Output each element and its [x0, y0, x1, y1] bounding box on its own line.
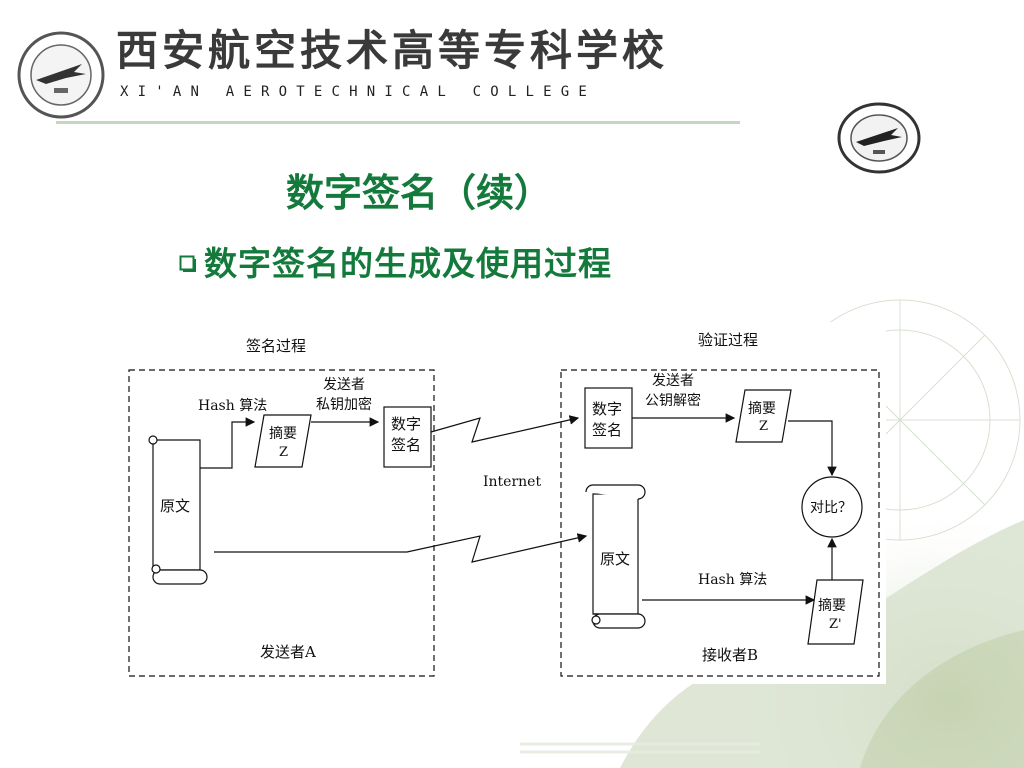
header-divider — [56, 121, 740, 124]
college-name-cn: 西安航空技术高等专科学校 — [116, 26, 669, 75]
diagram-panel: 签名过程 验证过程 原文 Hash 算法 摘要 Z — [120, 322, 886, 684]
sender-digest-box — [254, 414, 312, 468]
verify-section-title: 验证过程 — [698, 331, 758, 349]
sender-original-scroll — [148, 435, 208, 585]
sender-signature-line2: 签名 — [391, 436, 421, 454]
sender-signature-box — [383, 406, 432, 468]
receiver-original-scroll — [585, 484, 646, 629]
college-logo — [17, 31, 105, 119]
sign-section-title: 签名过程 — [246, 337, 306, 355]
digital-signature-diagram: 签名过程 验证过程 原文 Hash 算法 摘要 Z — [128, 331, 880, 677]
receiver-digest2-label: 摘要 — [818, 597, 846, 614]
receiver-pubkey-line2: 公钥解密 — [645, 392, 701, 409]
signature-transfer-link — [430, 415, 580, 443]
receiver-digest2-z: Z' — [829, 617, 842, 632]
subtitle-row: 数字签名的生成及使用过程 — [178, 242, 738, 286]
sender-signature-line1: 数字 — [391, 415, 421, 433]
receiver-signature-line2: 签名 — [592, 421, 622, 439]
receiver-region — [560, 369, 880, 677]
sender-digest-z: Z — [279, 445, 288, 460]
receiver-signature-line1: 数字 — [592, 400, 622, 418]
internet-label: Internet — [483, 474, 541, 490]
sender-privkey-line2: 私钥加密 — [316, 396, 372, 413]
sender-owner-label: 发送者A — [260, 643, 316, 661]
sender-hash-arrow — [200, 417, 256, 469]
college-emblem — [837, 102, 921, 174]
compare-label: 对比？ — [810, 500, 852, 516]
slide-title: 数字签名（续） — [286, 170, 553, 215]
sender-hash-label: Hash 算法 — [198, 398, 267, 414]
receiver-owner-label: 接收者B — [702, 646, 758, 664]
slide-subtitle: 数字签名的生成及使用过程 — [204, 244, 612, 283]
receiver-pubkey-line1: 发送者 — [652, 373, 694, 389]
original-transfer-link — [214, 533, 588, 563]
receiver-signature-box — [584, 387, 633, 449]
compare-node — [801, 476, 863, 538]
sender-original-label: 原文 — [160, 497, 190, 515]
digest-to-compare-arrow — [788, 420, 837, 477]
receiver-original-label: 原文 — [600, 550, 630, 568]
receiver-hash-label: Hash 算法 — [698, 572, 767, 588]
checkbox-bullet-icon — [178, 254, 198, 274]
receiver-digest-label: 摘要 — [748, 400, 776, 417]
receiver-digest-box — [735, 389, 792, 443]
sender-region — [128, 369, 435, 677]
receiver-digest-z: Z — [759, 419, 768, 434]
college-name-en: XI'AN AEROTECHNICAL COLLEGE — [120, 84, 596, 100]
sender-digest-label: 摘要 — [269, 425, 297, 442]
receiver-digest2-box — [807, 579, 864, 645]
sender-privkey-line1: 发送者 — [323, 377, 365, 393]
